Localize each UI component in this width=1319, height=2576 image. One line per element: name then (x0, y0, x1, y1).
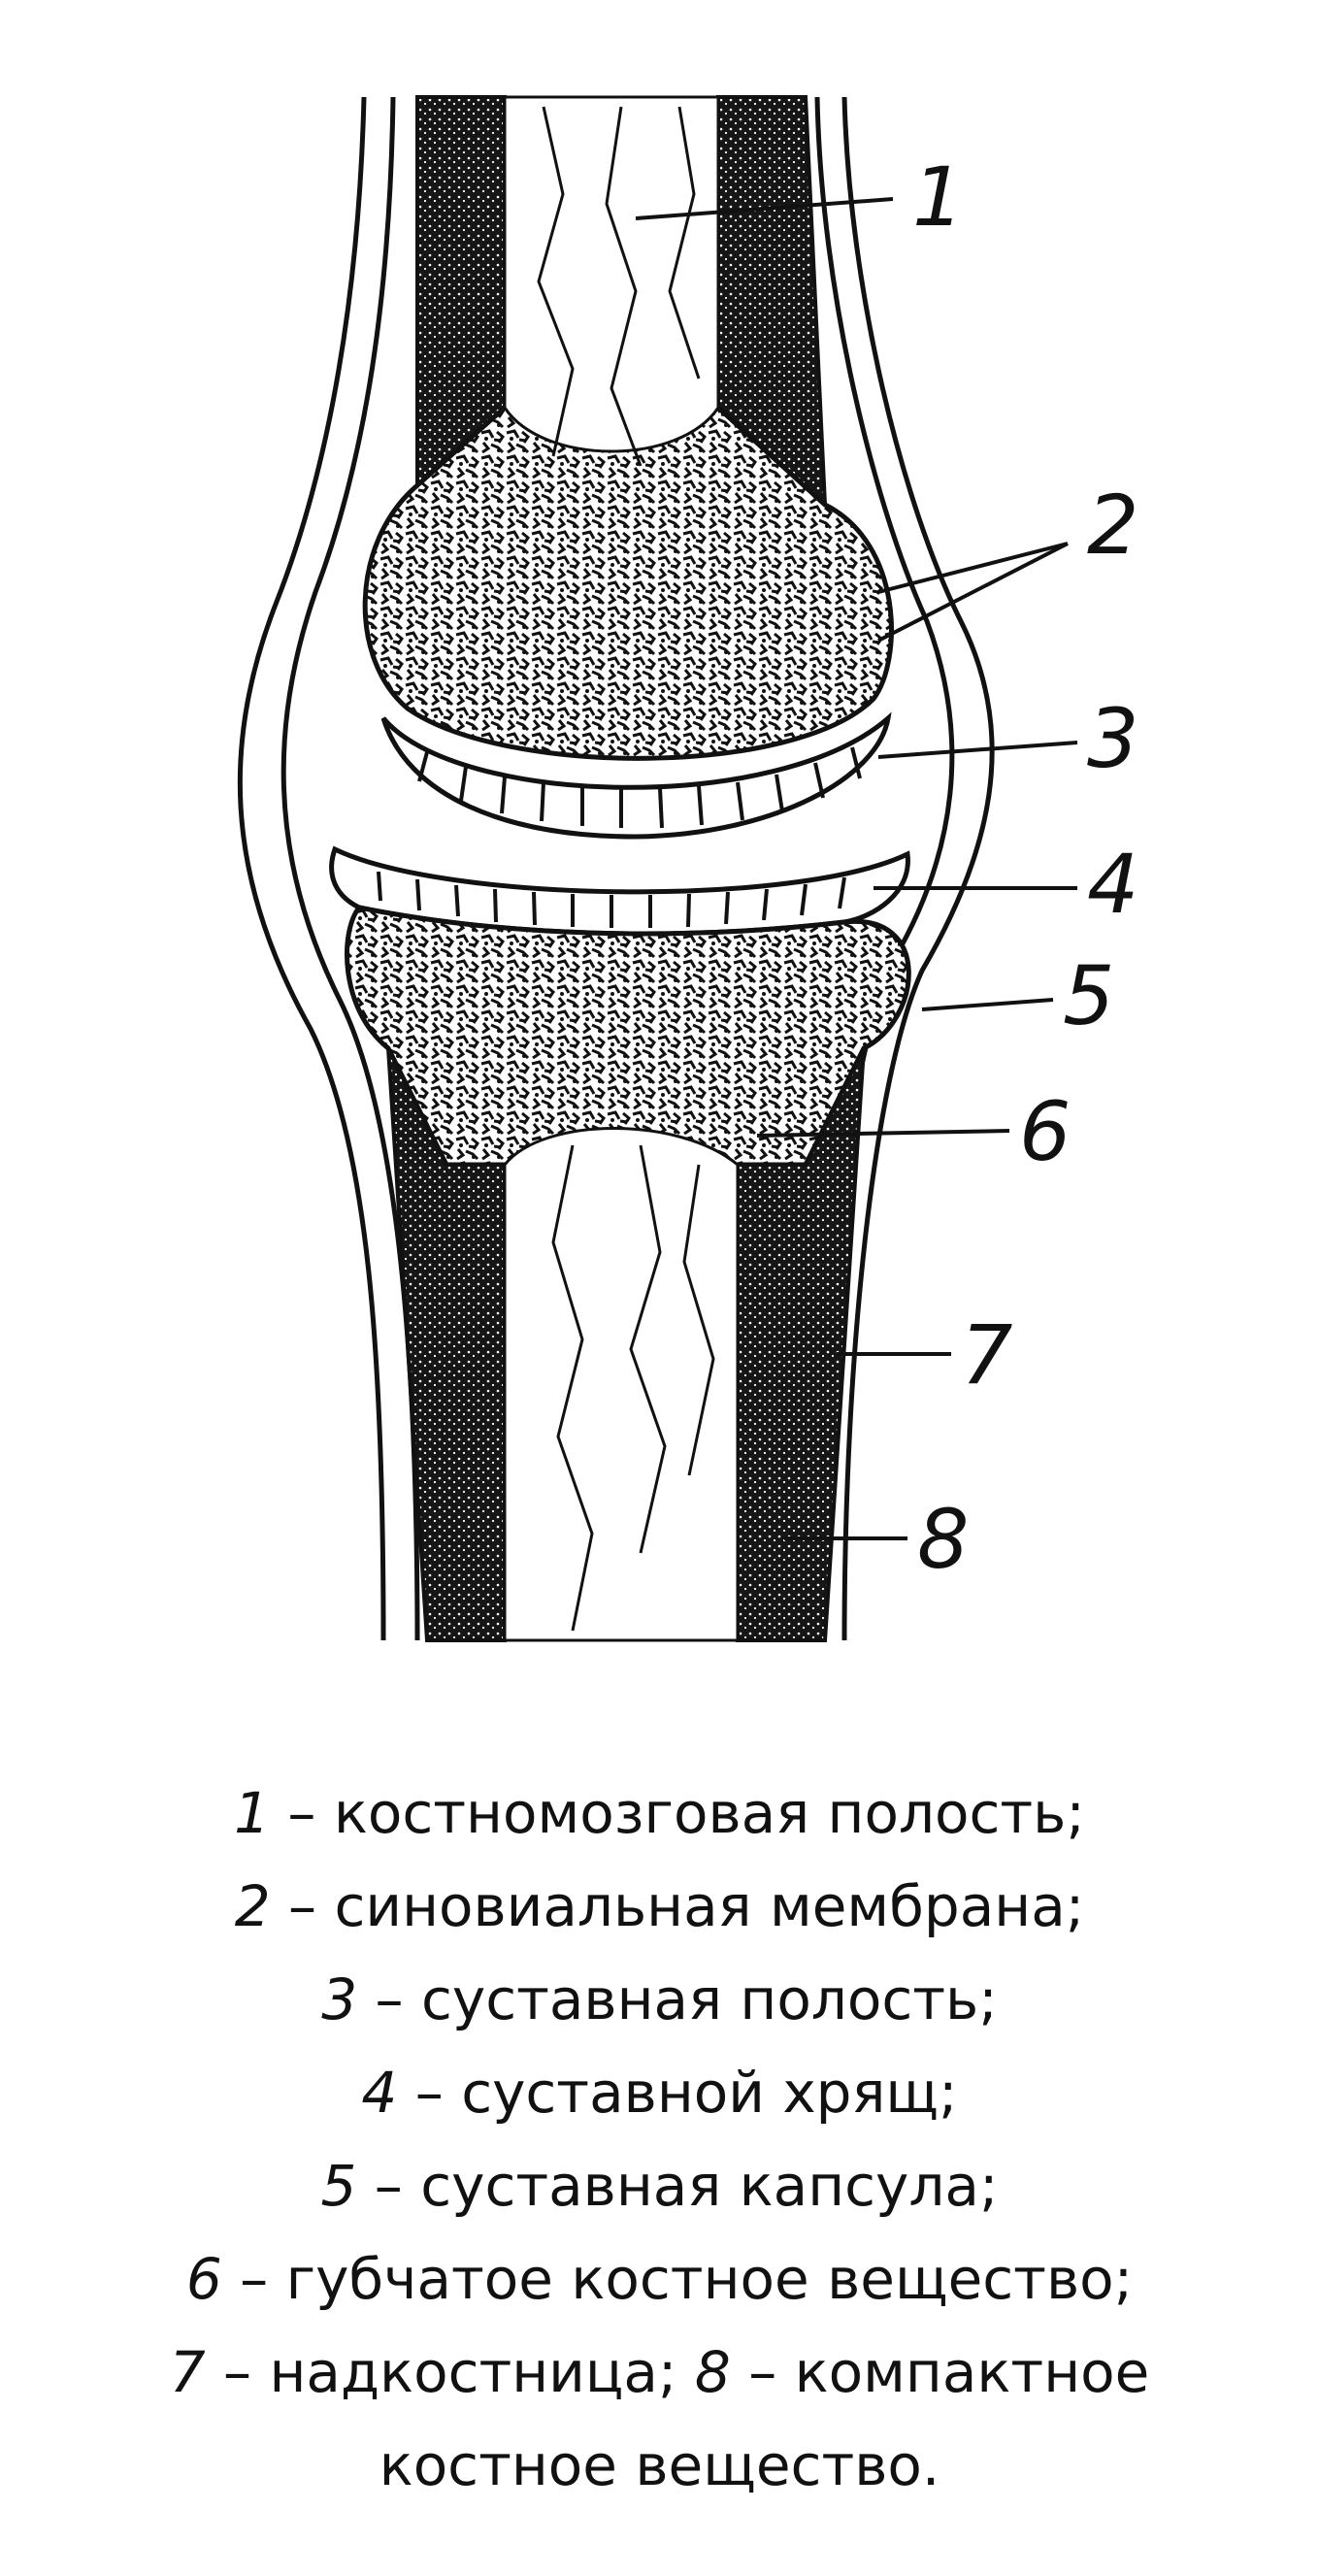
upper-spongy-bone (362, 405, 894, 761)
legend-num-5: 5 (320, 2153, 357, 2219)
legend-text-1: костномозговая полость; (333, 1780, 1085, 1846)
legend-num-4: 4 (361, 2060, 398, 2126)
legend-num-8: 8 (694, 2339, 731, 2405)
legend-line-7: 7 – надкостница; 8 – компактное (169, 2339, 1150, 2405)
legend-text-7: надкостница; (269, 2339, 677, 2405)
legend-line-5: 5 – суставная капсула; (320, 2153, 999, 2219)
legend: 1 – костномозговая полость; 2 – синовиал… (0, 1767, 1319, 2512)
legend-num-2: 2 (234, 1873, 271, 1939)
marrow-cavity-upper (503, 95, 720, 453)
legend-tail: костное вещество. (379, 2432, 940, 2498)
marrow-lines-upper (537, 106, 701, 467)
legend-num-7: 7 (169, 2339, 206, 2405)
callout-8: 8 (917, 1492, 969, 1587)
callout-4: 4 (1087, 837, 1138, 932)
legend-line-1: 1 – костномозговая полость; (234, 1780, 1085, 1846)
legend-line-3: 3 – суставная полость; (321, 1966, 998, 2032)
legend-line-8: костное вещество. (0, 2419, 1319, 2512)
marrow-lines-lower (551, 1144, 715, 1632)
legend-text-5: суставная капсула; (420, 2153, 999, 2219)
callout-5: 5 (1063, 948, 1114, 1043)
legend-text-2: синовиальная мембрана; (334, 1873, 1085, 1939)
legend-num-1: 1 (234, 1780, 270, 1846)
legend-line-4: 4 – суставной хрящ; (361, 2060, 958, 2126)
callout-1: 1 (912, 149, 964, 245)
leader-lines (635, 197, 1078, 1540)
marrow-cavity-lower (503, 1127, 740, 1642)
callout-3: 3 (1087, 691, 1138, 786)
legend-text-3: суставная полость; (421, 1966, 998, 2032)
callout-7: 7 (961, 1307, 1012, 1403)
legend-text-8: компактное (794, 2339, 1150, 2405)
upper-cartilage-hatch (417, 746, 862, 829)
lower-cartilage-hatch (377, 871, 846, 928)
legend-num-3: 3 (321, 1966, 358, 2032)
legend-num-6: 6 (185, 2246, 222, 2312)
legend-text-6: губчатое костное вещество; (285, 2246, 1134, 2312)
legend-line-6: 6 – губчатое костное вещество; (185, 2246, 1134, 2312)
legend-text-4: суставной хрящ; (461, 2060, 958, 2126)
legend-line-2: 2 – синовиальная мембрана; (234, 1873, 1085, 1939)
callout-2: 2 (1087, 478, 1138, 573)
upper-cartilage (380, 711, 892, 840)
lower-spongy-bone (345, 905, 911, 1168)
callout-6: 6 (1019, 1084, 1071, 1179)
joint-diagram: 1 2 3 4 5 6 7 8 (237, 95, 1138, 1642)
